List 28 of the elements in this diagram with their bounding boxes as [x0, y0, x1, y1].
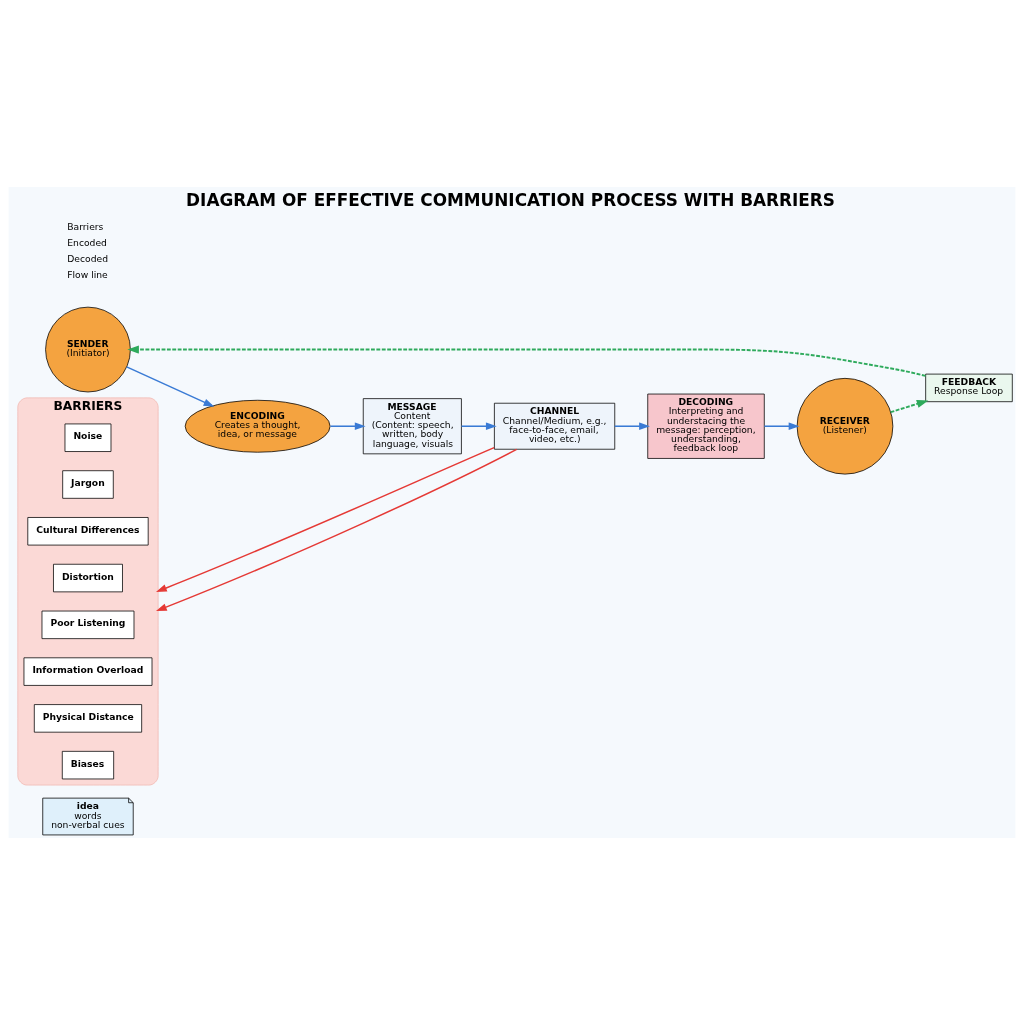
arrow [156, 448, 518, 611]
node-box: Information Overload [23, 656, 153, 686]
node-circle: RECEIVER (Listener) [796, 377, 894, 474]
node-box: Distortion [53, 563, 123, 592]
node-box: Cultural Differences [27, 516, 149, 545]
arrow [614, 421, 650, 430]
node-box: CHANNEL Channel/Medium, e.g., face-to-face, email, video, etc.) [494, 402, 616, 450]
legend-label: Encoded [67, 236, 107, 248]
arrow [763, 421, 800, 430]
node-circle: SENDER (Initiator) [45, 306, 131, 392]
diagram-title: DIAGRAM OF EFFECTIVE COMMUNICATION PROCESS WITH BARRIERS [186, 189, 835, 210]
node-box: DECODING Interpreting and understacing the message: perception, understanding, feedback loop [647, 393, 765, 459]
node-box: Biases [61, 750, 115, 779]
arrow [329, 421, 366, 430]
node-box: MESSAGE Content (Content: speech, written, body language, visuals [362, 397, 462, 454]
node-box: Physical Distance [33, 703, 143, 733]
arrow [127, 345, 927, 377]
arrow [156, 446, 495, 592]
node-box: FEEDBACK Response Loop [925, 373, 1013, 402]
arrow [889, 399, 929, 413]
legend-label: Decoded [67, 252, 108, 264]
node-box: Poor Listening [41, 610, 135, 639]
node-box: Noise [64, 423, 112, 452]
node-box: Jargon [62, 469, 114, 499]
legend-label: Barriers [67, 220, 104, 232]
arrow [125, 365, 215, 407]
arrow [460, 421, 497, 430]
legend-label: Flow line [67, 268, 108, 280]
